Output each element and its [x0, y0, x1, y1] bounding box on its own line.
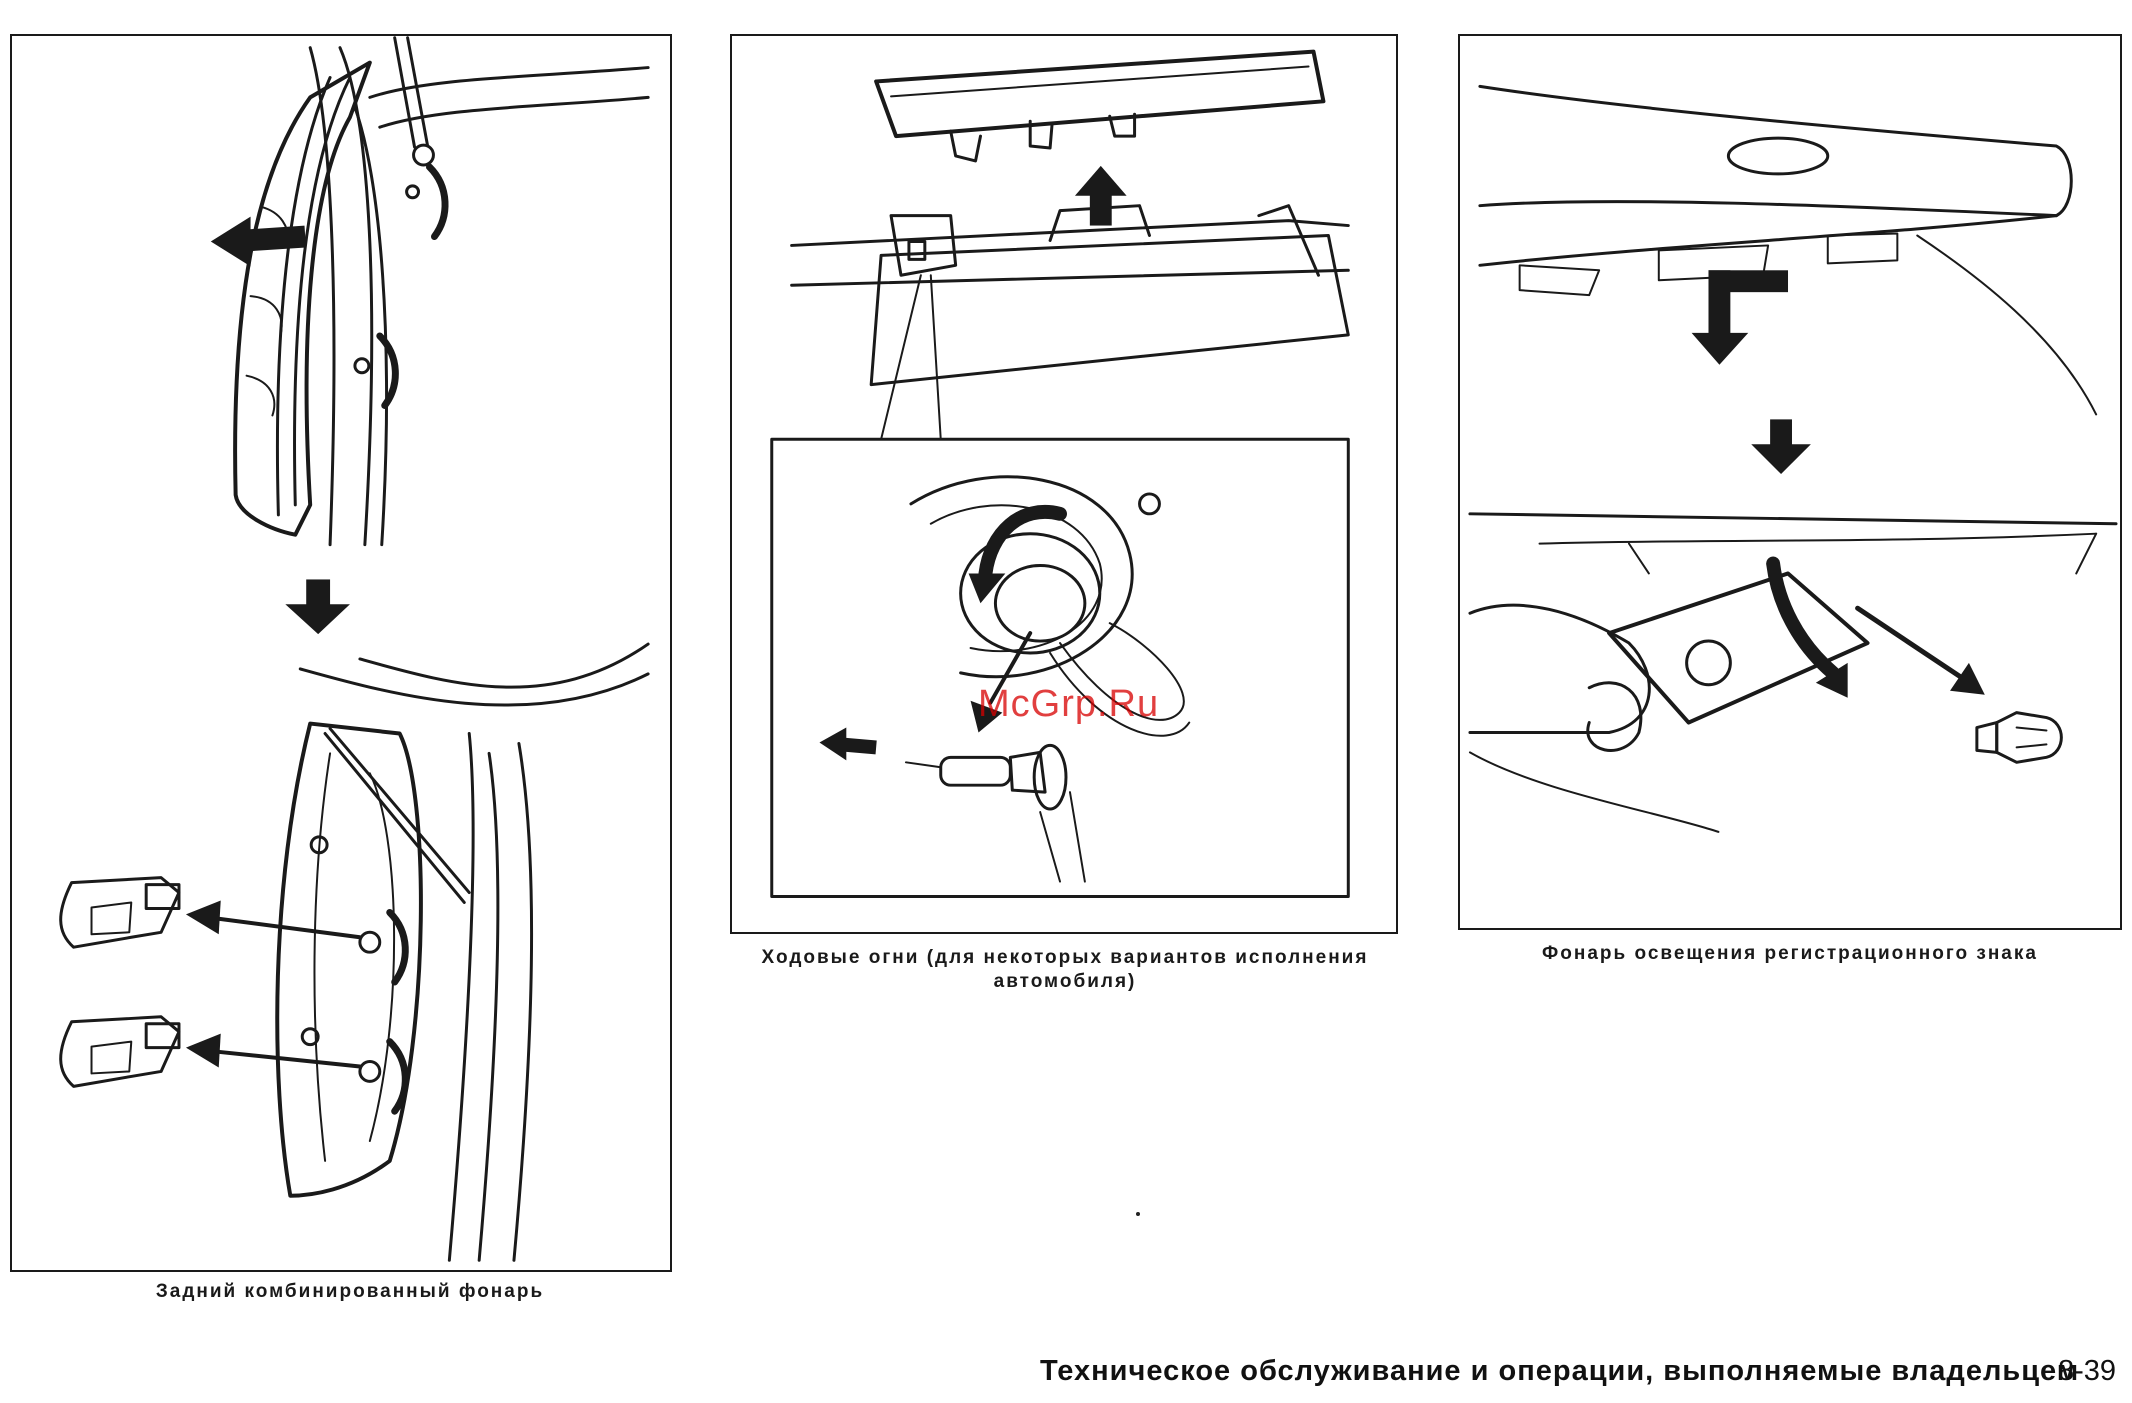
- figure-caption-license-lamp: Фонарь освещения регистрационного знака: [1490, 942, 2090, 966]
- daytime-running-lights-illustration: [732, 36, 1396, 932]
- footer-section-title: Техническое обслуживание и операции, вып…: [1040, 1355, 2079, 1388]
- figure-daytime-running-lights: [730, 34, 1398, 934]
- figure-rear-combination-lamp: [10, 34, 672, 1272]
- license-plate-lamp-illustration: [1460, 36, 2120, 928]
- figure-caption-rear-lamp: Задний комбинированный фонарь: [90, 1280, 610, 1304]
- figure-caption-daytime-lights: Ходовые огни (для некоторых вариантов ис…: [760, 946, 1370, 994]
- page-number: 8-39: [2058, 1355, 2116, 1388]
- rear-combination-lamp-illustration: [12, 36, 670, 1270]
- stray-dot: [1136, 1212, 1140, 1216]
- watermark: McGrp.Ru: [978, 683, 1159, 726]
- figure-license-plate-lamp: [1458, 34, 2122, 930]
